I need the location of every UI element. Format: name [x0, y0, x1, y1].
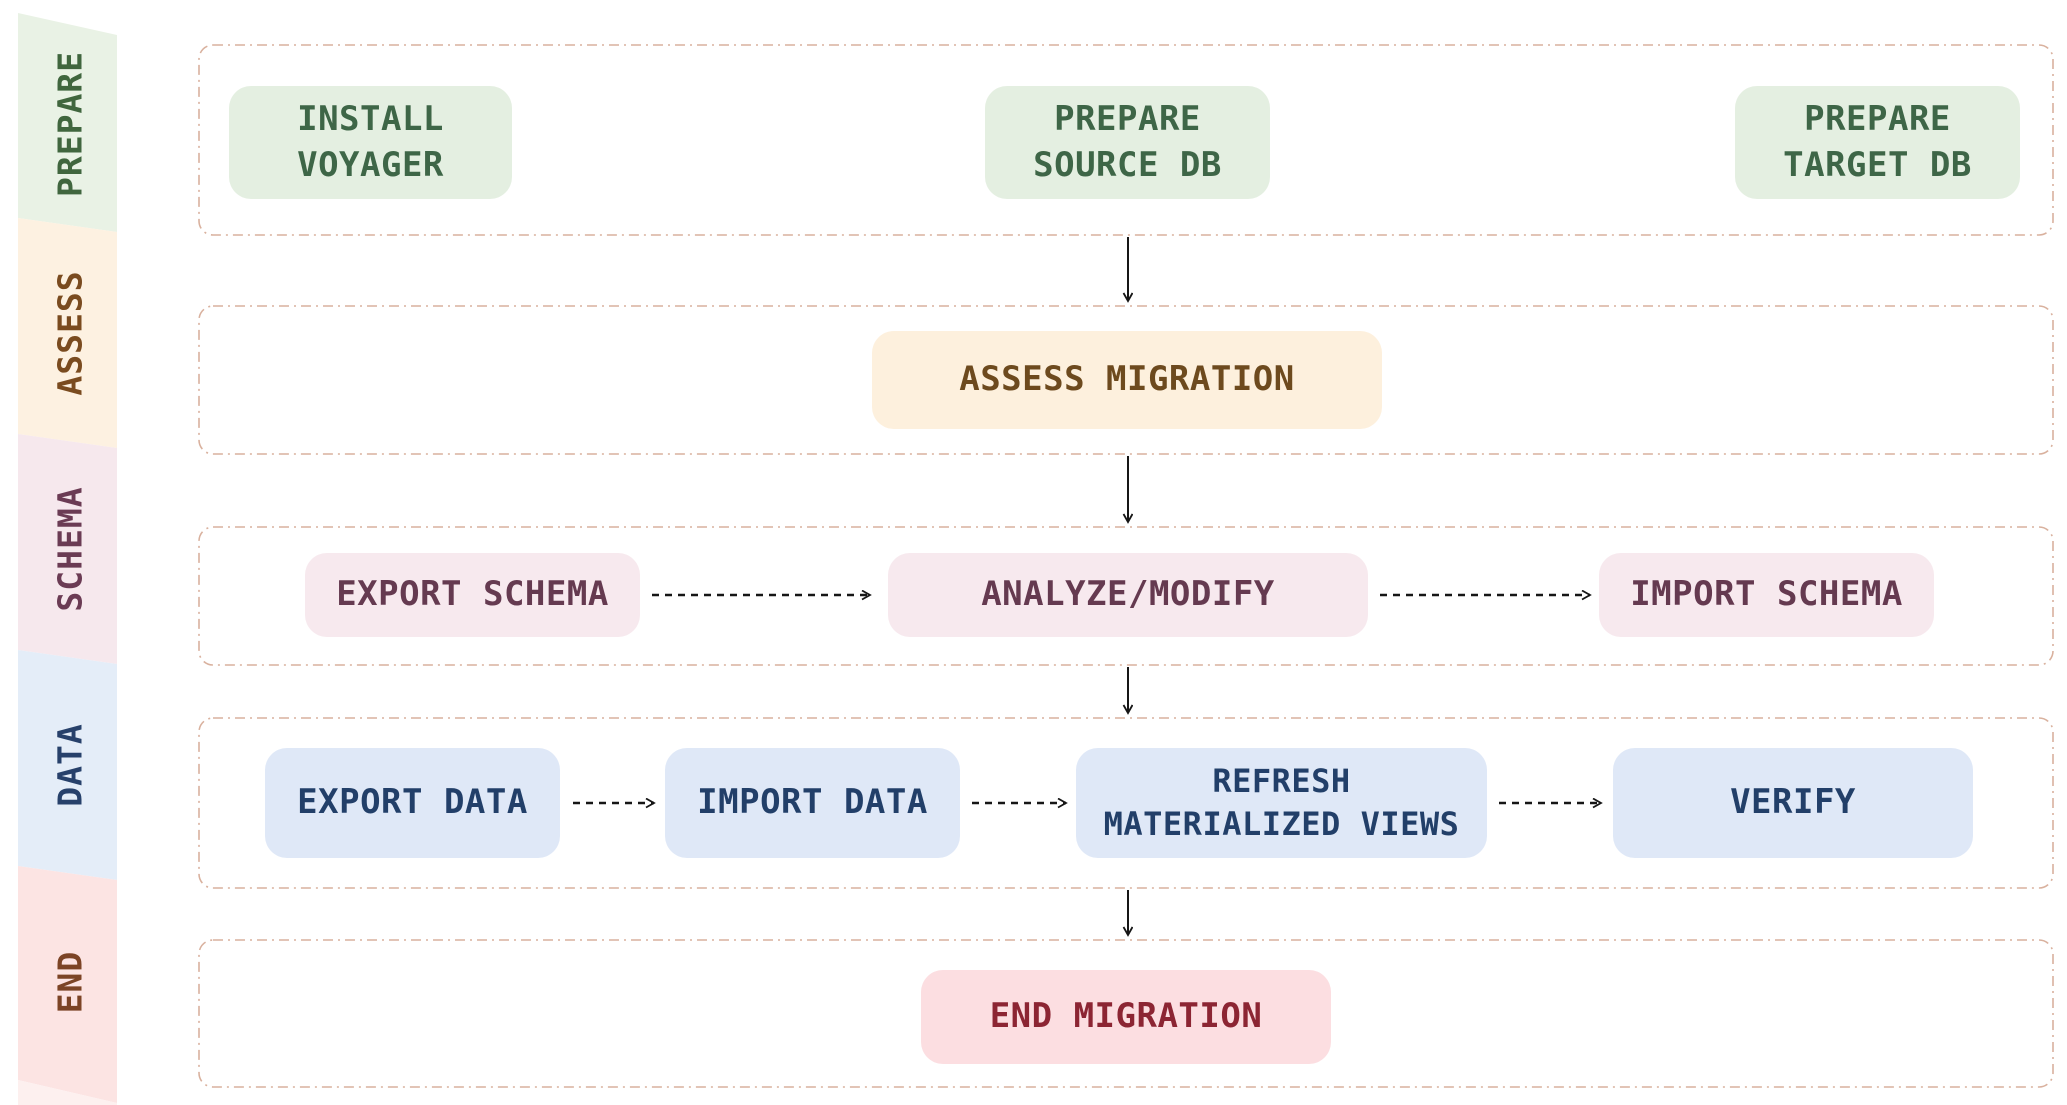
ribbon-segment-prepare [18, 13, 117, 232]
step-assess-migration: ASSESS MIGRATION [872, 331, 1382, 429]
ribbon-label-end: END [51, 951, 90, 1014]
step-export-data: EXPORT DATA [265, 748, 560, 858]
ribbon-label-prepare: PREPARE [51, 51, 90, 197]
phase-ribbon: PREPARE ASSESS SCHEMA DATA END [18, 13, 117, 1105]
ribbon-segment-schema [18, 434, 117, 664]
step-prepare-source-db: PREPARE SOURCE DB [985, 86, 1270, 199]
step-prepare-target-db: PREPARE TARGET DB [1735, 86, 2020, 199]
step-end-migration: END MIGRATION [921, 970, 1331, 1064]
phase-rows [198, 44, 2054, 1088]
ribbon-label-assess: ASSESS [51, 270, 90, 395]
step-export-schema: EXPORT SCHEMA [305, 553, 640, 637]
ribbon-label-data: DATA [51, 723, 90, 806]
phase-row-end [198, 939, 2054, 1088]
flow-arrows-horizontal [573, 595, 1601, 803]
phase-row-data [198, 717, 2054, 889]
step-import-data: IMPORT DATA [665, 748, 960, 858]
step-verify: VERIFY [1613, 748, 1973, 858]
step-analyze-modify: ANALYZE/MODIFY [888, 553, 1368, 637]
ribbon-segment-assess [18, 218, 117, 448]
step-import-schema: IMPORT SCHEMA [1599, 553, 1934, 637]
ribbon-segment-end [18, 866, 117, 1103]
ribbon-label-schema: SCHEMA [51, 486, 90, 611]
step-refresh-materialized-views: REFRESH MATERIALIZED VIEWS [1076, 748, 1487, 858]
step-install-voyager: INSTALL VOYAGER [229, 86, 512, 199]
ribbon-tail [18, 1080, 117, 1105]
phase-row-prepare [198, 44, 2054, 236]
ribbon-segment-data [18, 650, 117, 880]
phase-row-assess [198, 305, 2054, 455]
